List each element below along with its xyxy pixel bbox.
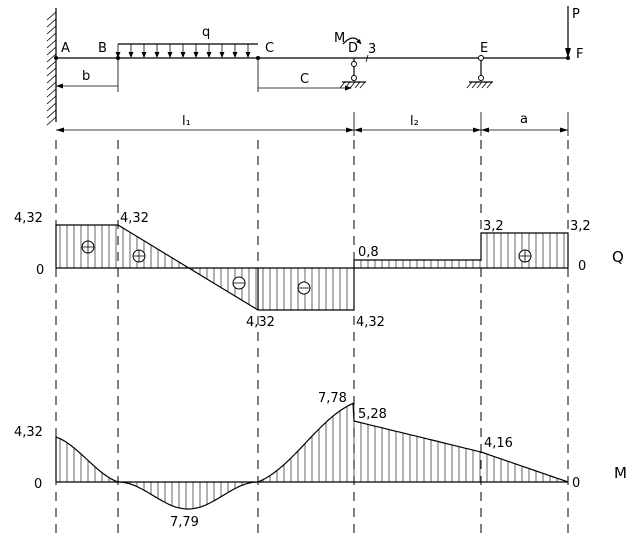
wall-hatch-line — [46, 46, 57, 56]
node-A — [54, 56, 58, 60]
wall-hatch-line — [46, 102, 57, 112]
wall-hatch-line — [46, 74, 57, 84]
wall-hatch-line — [46, 18, 57, 28]
dimension-b-label: b — [82, 69, 90, 84]
shear-label-a-zero: 0 — [36, 263, 44, 278]
wall-hatch-line — [46, 95, 57, 105]
moment-label-e: 4,16 — [484, 436, 513, 451]
shear-label-a-left: 4,32 — [14, 211, 43, 226]
wall-hatch-line — [46, 116, 57, 126]
shear-diagram — [55, 224, 569, 311]
moment-label-min: 7,79 — [170, 515, 199, 530]
pin-support-D — [339, 58, 366, 89]
support-hatch-line — [339, 81, 346, 89]
minus-sign-marker — [232, 276, 246, 290]
point-D-label: D — [348, 41, 358, 56]
label-3-tick — [365, 54, 369, 63]
moment-label-f-zero: 0 — [572, 476, 580, 491]
load-arrowhead — [128, 52, 134, 58]
moment-M-arrowhead — [356, 39, 361, 44]
moment-label-d-left: 7,78 — [318, 391, 347, 406]
dimension-l2-label: l₂ — [410, 114, 419, 129]
plus-sign-marker — [81, 240, 95, 254]
point-B-label: B — [98, 41, 107, 56]
shear-label-d-high: 0,8 — [358, 245, 379, 260]
wall-hatch-line — [46, 67, 57, 77]
shear-title: Q — [612, 248, 624, 266]
load-q-label: q — [202, 25, 210, 40]
wall-hatch-line — [46, 53, 57, 63]
wall-hatch-line — [46, 32, 57, 42]
support-hatch-line — [466, 81, 473, 89]
support-hatch-line — [476, 81, 483, 89]
support-hatch-line — [471, 81, 478, 89]
shear-outline — [55, 224, 569, 311]
plus-sign-marker — [518, 249, 532, 263]
shear-label-b: 4,32 — [120, 211, 149, 226]
support-hatch-line — [486, 81, 493, 89]
wall-hatch-line — [46, 81, 57, 91]
support-hatch-line — [349, 81, 356, 89]
dimension-c-label: C — [300, 72, 309, 87]
point-F-label: F — [576, 47, 583, 62]
load-arrowhead — [154, 52, 160, 58]
support-hatch-line — [354, 81, 361, 89]
moment-label-a: 4,32 — [14, 425, 43, 440]
load-arrowhead — [193, 52, 199, 58]
shear-label-e: 3,2 — [483, 219, 504, 234]
load-arrowhead — [232, 52, 238, 58]
dimension-a-label: a — [520, 112, 528, 127]
label-3: 3 — [368, 42, 376, 57]
support-hatch-line — [481, 81, 488, 89]
projection-lines — [55, 140, 569, 540]
dimension-l1-label: l₁ — [182, 114, 191, 129]
plus-sign-marker — [132, 249, 146, 263]
load-arrowhead — [206, 52, 212, 58]
wall-hatch-line — [46, 88, 57, 98]
moment-label-d-right: 5,28 — [358, 407, 387, 422]
fixed-support-wall — [46, 8, 57, 126]
distributed-load-q — [115, 43, 258, 58]
moment-M-label: M — [334, 31, 345, 46]
load-arrowhead — [167, 52, 173, 58]
shear-label-d-low: 4,32 — [356, 315, 385, 330]
load-arrowhead — [245, 52, 251, 58]
dimension-c — [257, 58, 352, 92]
moment-label-a-zero: 0 — [34, 477, 42, 492]
dimension-line-spans — [56, 112, 569, 136]
load-arrowhead — [115, 52, 121, 58]
minus-sign-marker — [297, 281, 311, 295]
shear-label-f-zero: 0 — [578, 259, 586, 274]
shear-label-c: 4,32 — [246, 315, 275, 330]
moment-outline — [55, 402, 569, 510]
support-hatch-line — [359, 81, 366, 89]
moment-diagram — [55, 402, 569, 510]
force-P-label: P — [572, 7, 580, 22]
pin-support-E — [466, 55, 493, 89]
point-A-label: A — [61, 41, 70, 56]
sign-markers — [81, 240, 532, 295]
wall-hatch-line — [46, 25, 57, 35]
wall-hatch-line — [46, 109, 57, 119]
dimension-b — [56, 58, 119, 92]
wall-hatch-line — [46, 11, 57, 21]
load-arrowhead — [180, 52, 186, 58]
wall-hatch-line — [46, 60, 57, 70]
load-arrowhead — [141, 52, 147, 58]
load-arrowhead — [219, 52, 225, 58]
wall-hatch-line — [46, 39, 57, 49]
moment-title: M — [614, 464, 627, 482]
point-C-label: C — [265, 41, 274, 56]
force-P-arrow — [565, 6, 571, 58]
shear-label-f: 3,2 — [570, 219, 591, 234]
point-E-label: E — [480, 41, 488, 56]
